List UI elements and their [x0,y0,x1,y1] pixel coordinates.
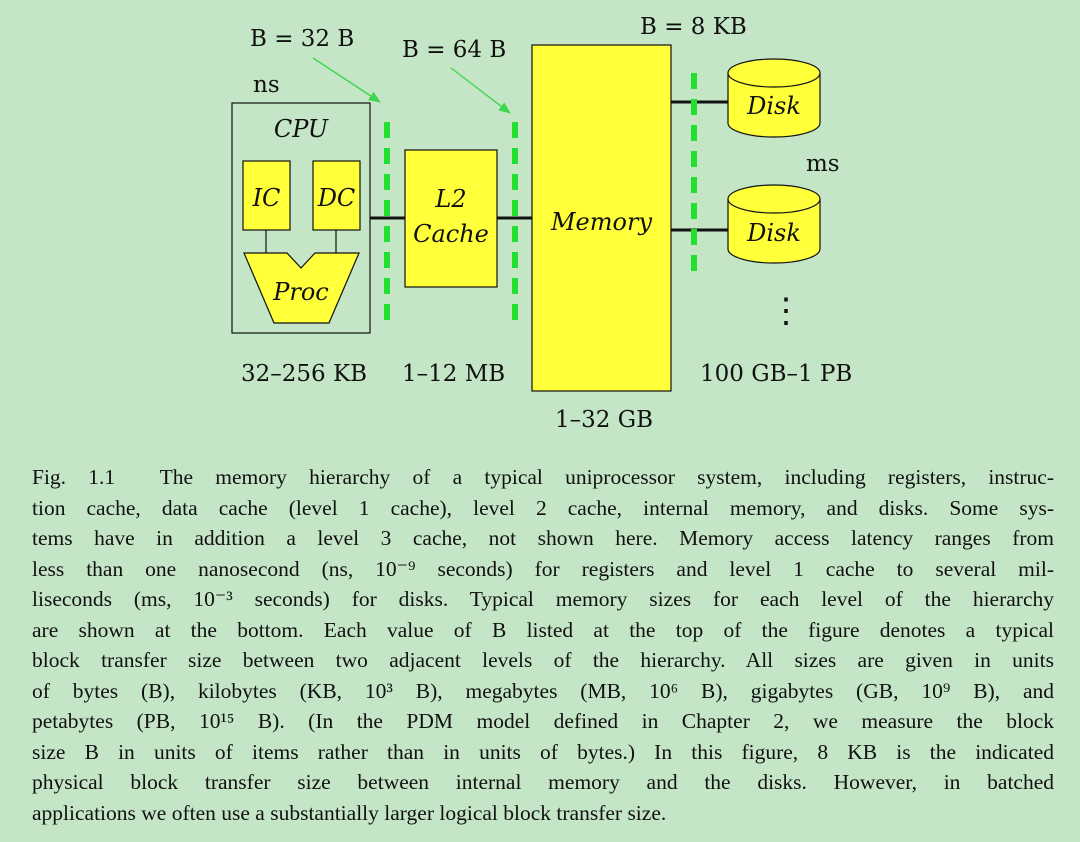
arrow-cpu-cache [312,57,381,103]
size-memory-label: 1–32 GB [555,407,653,433]
data-cache-label: DC [317,184,356,212]
caption-text-line-1: The memory hierarchy of a typical unipro… [159,465,1055,489]
latency-ms-label: ms [806,151,840,177]
caption-text-line-2: tion cache, data cache (level 1 cache), … [32,495,1054,520]
size-registers-l1-label: 32–256 KB [241,361,367,387]
instruction-cache-label: IC [252,184,281,212]
caption-text-line-4: less than one nanosecond (ns, 10⁻⁹ secon… [32,556,1054,581]
size-disks-label: 100 GB–1 PB [700,361,852,387]
figure-caption: Fig. 1.1 The memory hierarchy of a typic… [32,462,1054,828]
block-size-cache-memory-label: B = 64 B [402,37,506,63]
memory-hierarchy-diagram: B = 32 B B = 64 B B = 8 KB ns ms CPU IC … [231,14,852,433]
size-l2-label: 1–12 MB [402,361,505,387]
l2-cache-box [404,149,498,288]
caption-text-line-3: tems have in addition a level 3 cache, n… [32,526,1054,550]
caption-label: Fig. 1.1 [32,465,116,489]
caption-text-line-8: of bytes (B), kilobytes (KB, 10³ B), meg… [32,678,1054,703]
caption-text-line-11: physical block transfer size between int… [32,770,1054,794]
data-cache-box [312,160,361,231]
arrow-cache-memory [450,67,511,114]
latency-ns-label: ns [253,72,280,98]
more-disks-ellipsis: ⋮ [769,291,803,331]
processor-label: Proc [272,278,329,306]
caption-text-line-9: petabytes (PB, 10¹⁵ B). (In the PDM mode… [32,709,1054,733]
memory-label: Memory [550,208,652,236]
caption-text-line-12: applications we often use a substantiall… [32,800,667,825]
l2-cache-label-line2: Cache [413,220,489,248]
memory-box [531,44,672,392]
caption-text-line-6: are shown at the bottom. Each value of B… [32,617,1054,642]
block-size-memory-disk-label: B = 8 KB [640,14,747,40]
disk-mid-label: Disk [746,219,801,247]
caption-line: Fig. 1.1 The memory hierarchy of a typic… [32,462,1054,493]
block-size-cpu-cache-label: B = 32 B [250,26,354,52]
cpu-label: CPU [274,115,329,143]
caption-text-line-10: size B in units of items rather than in … [32,739,1054,764]
caption-text-line-7: block transfer size between two adjacent… [32,648,1054,672]
disk-top-label: Disk [746,92,801,120]
disk-top-icon [727,58,821,138]
l2-cache-label-line1: L2 [434,185,466,213]
processor-shape [243,252,360,324]
disk-mid-icon [727,184,821,264]
caption-text-line-5: liseconds (ms, 10⁻³ seconds) for disks. … [32,587,1054,611]
